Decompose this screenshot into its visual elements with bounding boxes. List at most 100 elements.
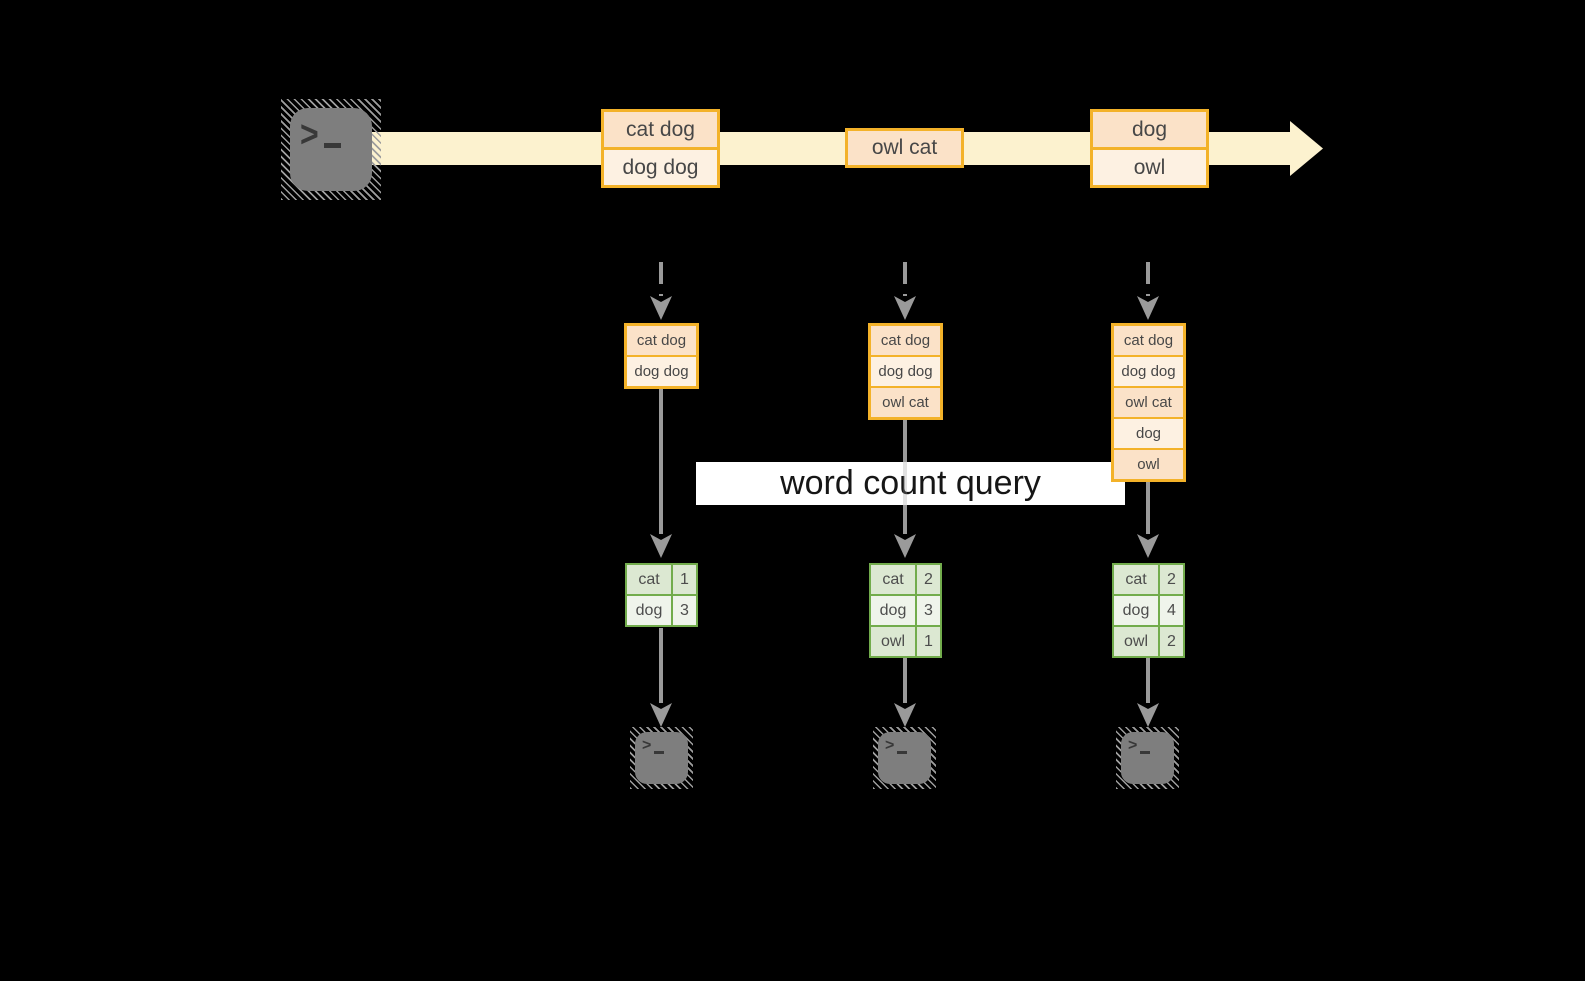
state-record: cat dog [871,326,940,355]
state-text: dog dog [1121,363,1176,380]
dashed-connector [659,262,663,296]
word-label: dog [635,601,663,619]
word-label: dog [1122,601,1150,619]
terminal-screen: > [290,108,372,191]
terminal-icon-sink-1: > [630,727,693,789]
count-word: dog [627,596,671,625]
arrowhead-down-icon [650,296,672,320]
state-text: owl cat [882,394,929,411]
count-value: 1 [917,627,940,656]
state-text: dog dog [878,363,933,380]
event-text: cat dog [626,117,695,141]
arrowhead-down-icon [894,296,916,320]
state-text: owl cat [1125,394,1172,411]
prompt-underscore-icon [654,751,665,754]
state-text: dog dog [634,363,689,380]
query-label-band: word count query [696,462,1125,505]
count-word: cat [1114,565,1158,594]
state-record: dog dog [1114,357,1183,386]
count-value: 3 [917,596,940,625]
count-number: 2 [1167,570,1176,588]
arrowhead-down-icon [1137,534,1159,558]
event-text: owl cat [871,136,938,159]
state-text: dog [1135,425,1162,442]
word-label: cat [638,570,660,588]
event-record: cat dog [604,112,717,147]
word-label: owl [880,632,905,650]
count-number: 4 [1167,601,1176,619]
state-record: owl [1114,450,1183,479]
state-record: owl cat [871,388,940,417]
event-record: owl cat [848,131,961,165]
prompt-underscore-icon [897,751,908,754]
word-label: dog [879,601,907,619]
event-record: dog [1093,112,1206,147]
word-label: cat [1125,570,1147,588]
event-text: dog [1131,117,1168,141]
count-table-2: cat 2 dog 3 owl 1 [869,563,942,658]
count-number: 3 [924,601,933,619]
connector [1146,482,1150,534]
count-number: 2 [1167,632,1176,650]
state-record: dog dog [627,357,696,386]
state-text: cat dog [636,332,687,349]
state-record: dog dog [871,357,940,386]
state-text: owl [1137,456,1160,473]
event-text: owl [1133,155,1166,179]
connector [903,658,907,703]
terminal-screen: > [1121,732,1174,784]
terminal-screen: > [635,732,688,784]
terminal-icon-sink-2: > [873,727,936,789]
count-number: 1 [680,570,689,588]
stream-event-batch-3: dog owl [1090,109,1209,188]
count-number: 1 [924,632,933,650]
prompt-underscore-icon [1140,751,1151,754]
connector [659,387,663,534]
state-text: cat dog [880,332,931,349]
state-record: dog [1114,419,1183,448]
prompt-underscore-icon [323,143,341,148]
word-label: owl [1123,632,1148,650]
state-record: cat dog [627,326,696,355]
arrowhead-down-icon [650,703,672,727]
count-word: dog [871,596,915,625]
connector-trace [903,462,907,505]
arrowhead-down-icon [1137,296,1159,320]
connector [659,628,663,703]
count-value: 2 [1160,565,1183,594]
count-table-3: cat 2 dog 4 owl 2 [1112,563,1185,658]
count-word: cat [871,565,915,594]
count-word: cat [627,565,671,594]
state-box-2: cat dog dog dog owl cat [868,323,943,420]
count-value: 2 [917,565,940,594]
word-label: cat [882,570,904,588]
count-value: 4 [1160,596,1183,625]
count-number: 3 [680,601,689,619]
count-value: 1 [673,565,696,594]
state-record: owl cat [1114,388,1183,417]
arrowhead-down-icon [1137,703,1159,727]
terminal-icon-source: > [281,99,381,200]
count-number: 2 [924,570,933,588]
prompt-chevron-icon: > [642,737,652,754]
event-record: owl [1093,150,1206,185]
count-table-1: cat 1 dog 3 [625,563,698,627]
query-label: word count query [780,464,1041,502]
prompt-chevron-icon: > [1128,737,1138,754]
stream-event-batch-1: cat dog dog dog [601,109,720,188]
arrowhead-down-icon [894,534,916,558]
event-text: dog dog [622,155,699,179]
state-box-1: cat dog dog dog [624,323,699,389]
count-value: 3 [673,596,696,625]
count-word: owl [871,627,915,656]
terminal-screen: > [878,732,931,784]
count-word: dog [1114,596,1158,625]
stream-event-batch-2: owl cat [845,128,964,168]
arrowhead-down-icon [650,534,672,558]
dashed-connector [903,262,907,296]
terminal-icon-sink-3: > [1116,727,1179,789]
prompt-chevron-icon: > [300,113,319,155]
state-box-3: cat dog dog dog owl cat dog owl [1111,323,1186,482]
prompt-chevron-icon: > [885,737,895,754]
